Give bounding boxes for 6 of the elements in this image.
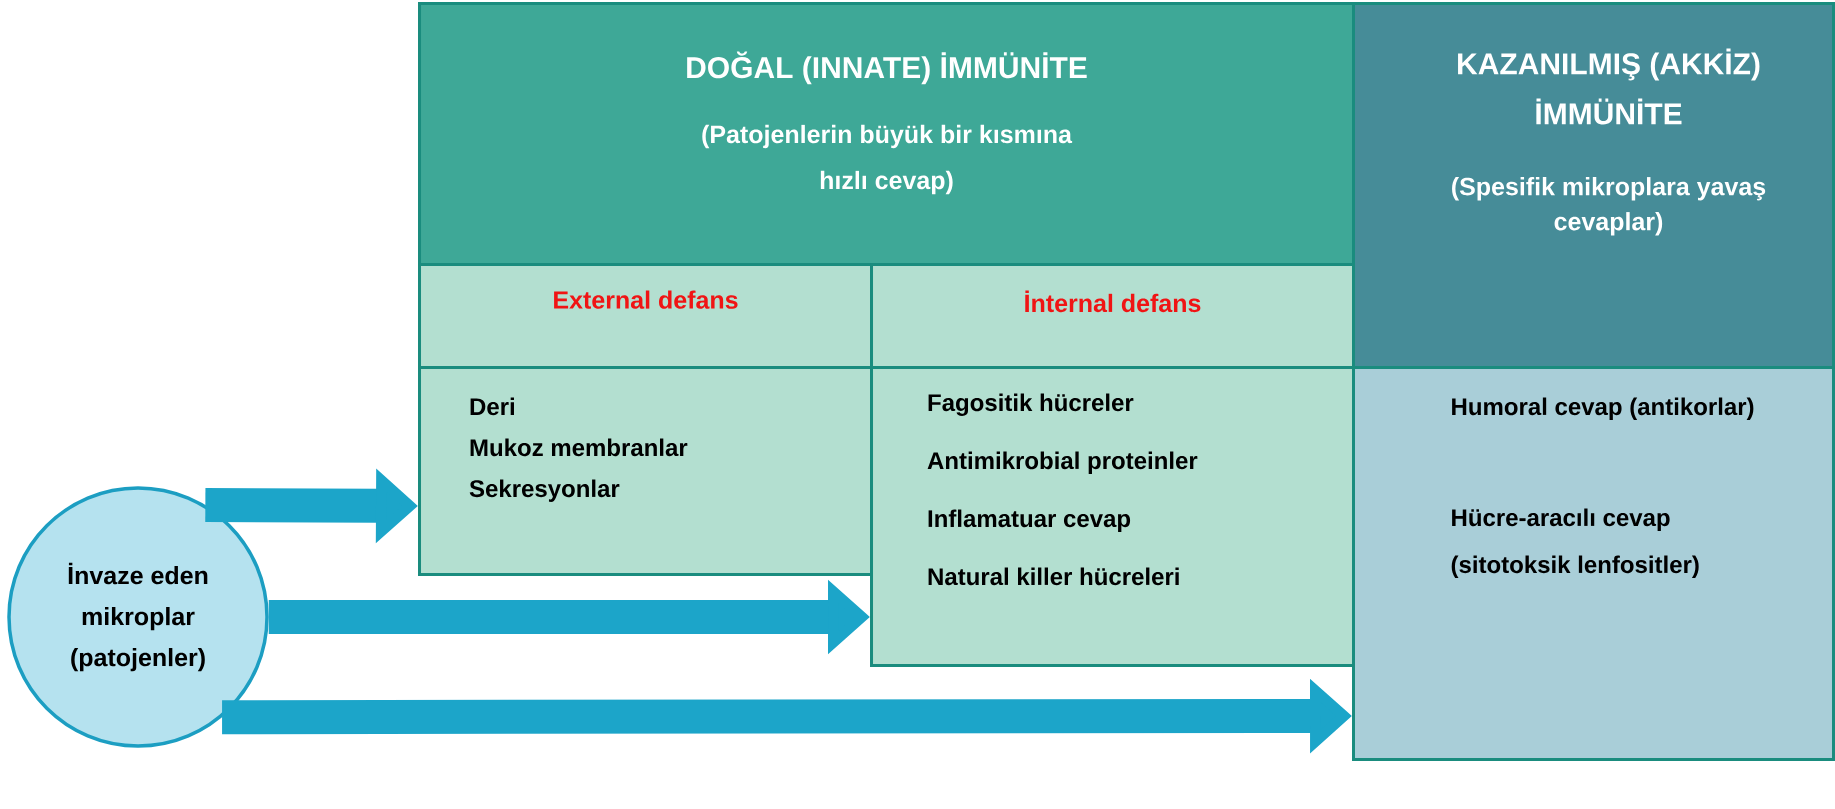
group-header-box: KAZANILMIŞ (AKKİZ) İMMÜNİTE (Spesifik mikroplara yavaş cevaplar) — [1352, 2, 1835, 369]
category-header-box: External defans — [418, 263, 873, 369]
category-header-box: İnternal defans — [870, 263, 1355, 369]
content-box: Humoral cevap (antikorlar) Hücre-aracılı cevap (sitotoksik lenfositler) — [1352, 366, 1835, 761]
content-box: Deri Mukoz membranlar Sekresyonlar — [418, 366, 873, 576]
group-header-box: DOĞAL (INNATE) İMMÜNİTE (Patojenlerin büyük bir kısmına hızlı cevap) — [418, 2, 1355, 266]
